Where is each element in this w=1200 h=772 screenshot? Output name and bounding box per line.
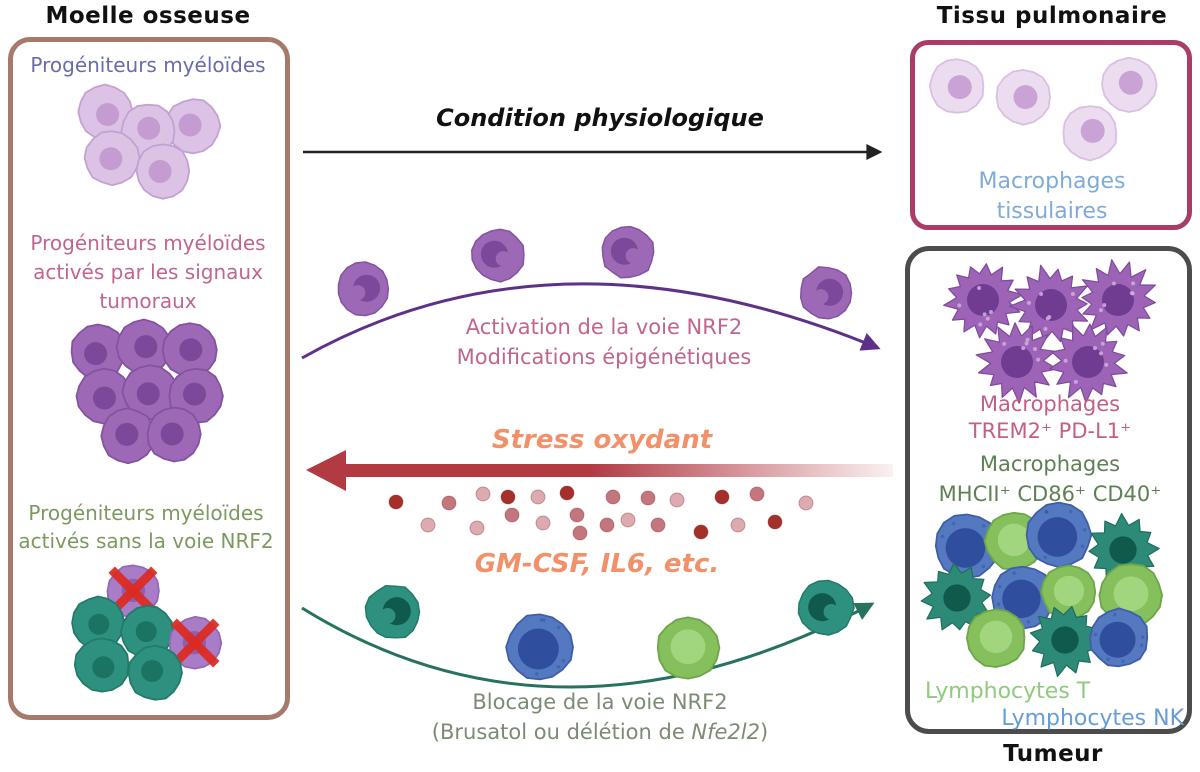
lymphocytes-t-label: Lymphocytes T	[925, 679, 1091, 704]
oxidative-stress-label: Stress oxydant	[491, 425, 713, 455]
nrf2-blocked-progenitors-label: Progéniteurs myéloïdes activés sans la v…	[18, 501, 274, 553]
nrf2-blockade-label: Blocage de la voie NRF2 (Brusatol ou dél…	[431, 690, 769, 744]
gene-name-italic: Nfe2l2	[691, 720, 760, 744]
tissue-macrophages-label: Macrophages tissulaires	[978, 169, 1126, 224]
lymphocytes-nk-label: Lymphocytes NK	[1001, 706, 1184, 731]
bone-marrow-header: Moelle osseuse	[45, 3, 251, 29]
bone-marrow-panel	[8, 37, 290, 720]
progenitors-label: Progéniteurs myéloïdes	[30, 53, 266, 77]
cytokines-label: GM-CSF, IL6, etc.	[474, 549, 720, 579]
tumor-header: Tumeur	[1003, 741, 1103, 767]
lung-tissue-header: Tissu pulmonaire	[936, 3, 1168, 29]
trem2-macrophages-label: Macrophages TREM2⁺ PD-L1⁺	[968, 392, 1132, 443]
nrf2-activation-label: Activation de la voie NRF2 Modifications…	[456, 315, 752, 369]
mhc-macrophages-label: Macrophages MHCII⁺ CD86⁺ CD40⁺	[938, 452, 1162, 506]
physiological-condition-label: Condition physiologique	[436, 104, 764, 132]
nrf2-blockade-arrow	[301, 602, 875, 689]
activated-progenitors-label: Progéniteurs myéloïdes activés par les s…	[30, 231, 266, 313]
